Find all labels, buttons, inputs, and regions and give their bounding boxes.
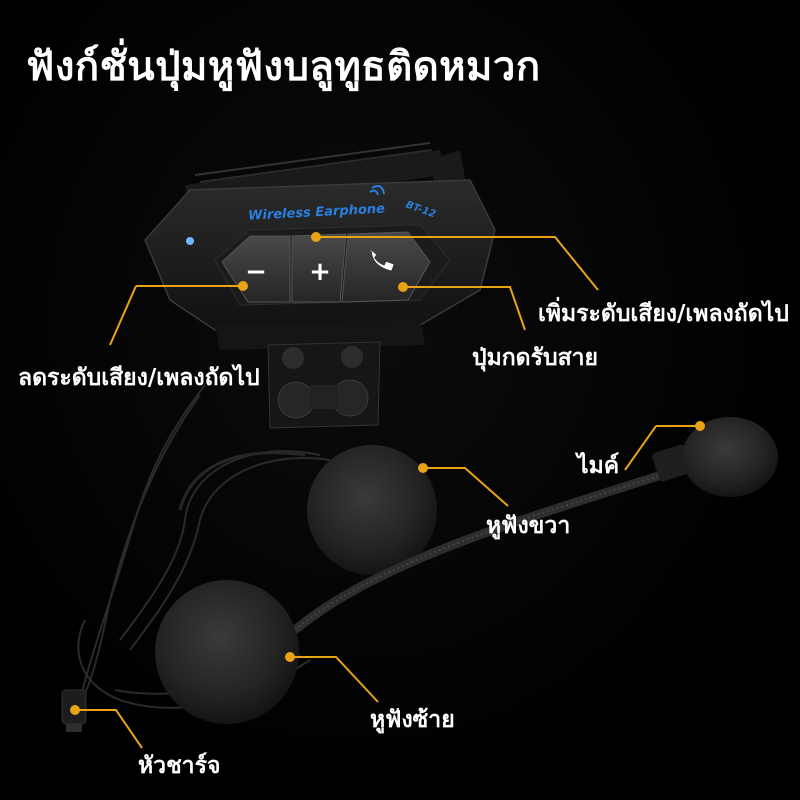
label-volume-up: เพิ่มระดับเสียง/เพลงถัดไป bbox=[538, 301, 789, 327]
label-charger: หัวชาร์จ bbox=[138, 753, 221, 779]
phone-icon bbox=[370, 249, 394, 271]
label-right-ear: หูฟังขวา bbox=[486, 513, 571, 539]
minus-symbol: − bbox=[245, 257, 267, 287]
label-answer-call: ปุ่มกดรับสาย bbox=[472, 345, 599, 371]
button-plus[interactable] bbox=[291, 233, 347, 303]
callout-lines bbox=[75, 236, 700, 749]
label-left-ear: หูฟังซ้าย bbox=[370, 707, 455, 733]
page-title: ฟังก์ชั่นปุ่มหูฟังบลูทูธติดหมวก bbox=[26, 44, 541, 90]
brand-text: Wireless Earphone bbox=[248, 202, 386, 224]
mic-foam bbox=[682, 417, 778, 497]
label-microphone: ไมค์ bbox=[577, 453, 620, 479]
status-led bbox=[186, 237, 194, 245]
signal-icon bbox=[369, 185, 385, 196]
mount-clamp bbox=[267, 341, 381, 429]
right-ear-speaker bbox=[178, 445, 437, 575]
callout-dots bbox=[70, 232, 705, 715]
plus-symbol: + bbox=[309, 257, 331, 287]
mic-boom bbox=[290, 417, 778, 635]
label-volume-down: ลดระดับเสียง/เพลงถัดไป bbox=[18, 365, 260, 391]
left-ear-speaker bbox=[155, 580, 299, 724]
